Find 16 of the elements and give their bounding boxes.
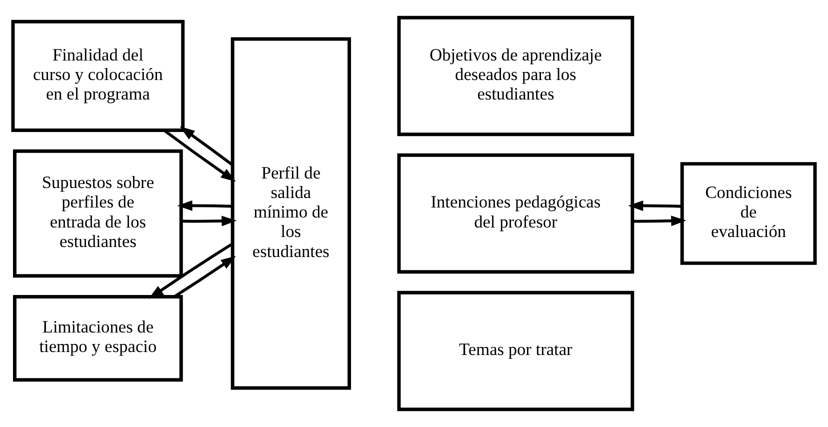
- arrow: [177, 200, 232, 211]
- node-box: Supuestos sobre perfiles de entrada de los estudiantes: [13, 149, 183, 278]
- arrow: [182, 216, 237, 226]
- node-box: Condiciones de evaluación: [680, 162, 817, 265]
- node-box: Perfil de salida mínimo de los estudiantes: [230, 37, 352, 390]
- arrow: [163, 129, 236, 182]
- arrow: [632, 216, 686, 226]
- arrow: [628, 200, 682, 211]
- node-box: Temas por tratar: [397, 290, 634, 412]
- node-box: Objetivos de aprendizaje deseados para los estudiantes: [397, 16, 634, 136]
- arrow: [180, 126, 234, 166]
- node-box: Intenciones pedagógicas del profesor: [397, 153, 634, 274]
- node-box: Limitaciones de tiempo y espacio: [13, 294, 183, 382]
- arrow: [148, 242, 234, 299]
- arrow: [174, 256, 236, 298]
- node-box: Finalidad del curso y colocación en el programa: [11, 20, 185, 132]
